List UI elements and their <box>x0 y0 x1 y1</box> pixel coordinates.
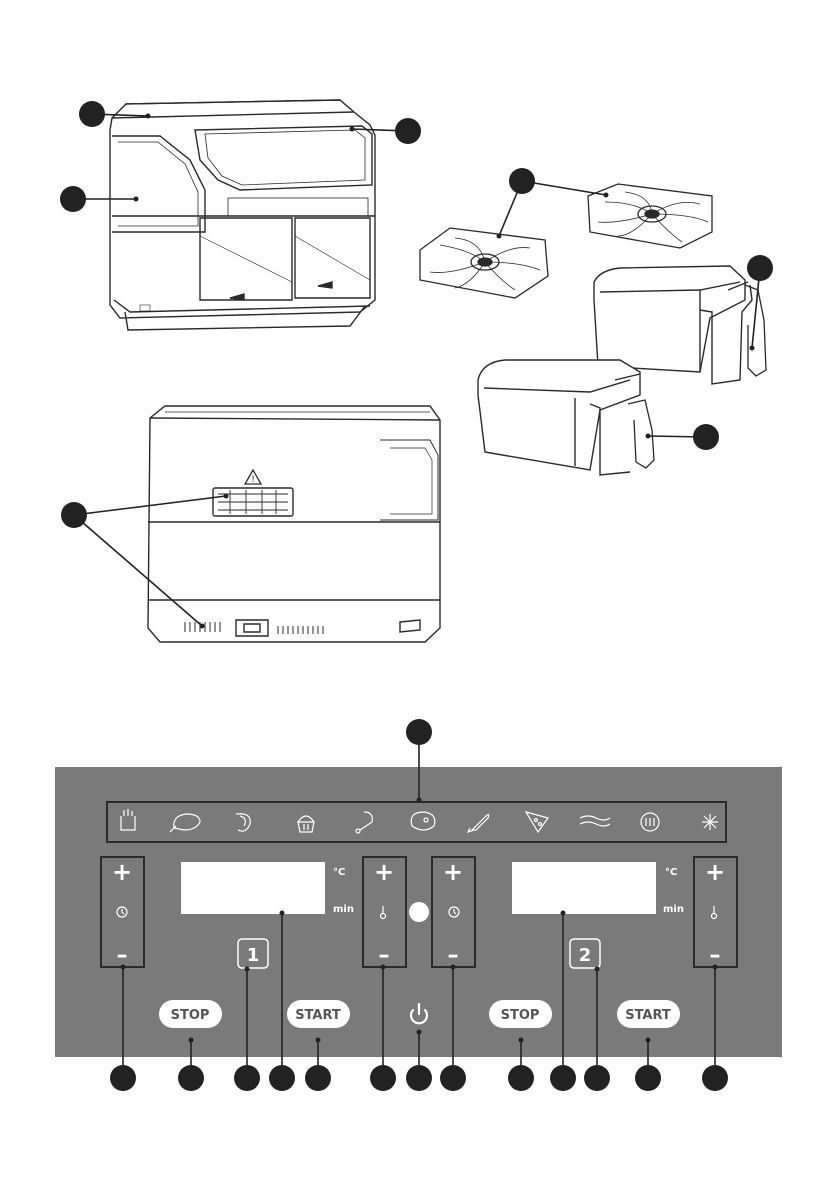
center-indicator-light <box>409 902 429 922</box>
callout-marker <box>60 186 86 212</box>
zone1-temp-unit: °C <box>333 867 345 878</box>
air-fryer-rear-view: ! <box>148 406 440 642</box>
zone2-stop-button[interactable]: STOP <box>489 1000 552 1028</box>
callout-marker <box>635 1065 661 1091</box>
zone1-display <box>181 862 325 914</box>
zone2-time-minus-button[interactable]: – <box>448 943 459 968</box>
zone1-stop-label: STOP <box>171 1008 210 1023</box>
zone2-temp-plus-button[interactable]: + <box>705 858 725 886</box>
zone1-time-minus-button[interactable]: – <box>117 943 128 968</box>
control-panel: + – °C min 1 + – + – °C min 2 + – <box>55 767 782 1057</box>
zone2-temp-unit: °C <box>665 867 677 878</box>
svg-text:!: ! <box>251 475 255 485</box>
zone1-number: 1 <box>247 945 260 966</box>
zone1-temp-minus-button[interactable]: – <box>379 943 390 968</box>
callout-marker <box>305 1065 331 1091</box>
callout-marker <box>509 168 535 194</box>
callout-marker <box>234 1065 260 1091</box>
zone1-start-label: START <box>295 1008 341 1023</box>
zone1-stop-button[interactable]: STOP <box>159 1000 222 1028</box>
callout-marker <box>61 502 87 528</box>
callout-marker <box>440 1065 466 1091</box>
callout-marker <box>178 1065 204 1091</box>
zone2-display <box>512 862 656 914</box>
zone2-number: 2 <box>579 945 592 966</box>
zone2-time-unit: min <box>663 904 684 915</box>
callout-marker <box>110 1065 136 1091</box>
callout-marker <box>269 1065 295 1091</box>
zone2-time-plus-button[interactable]: + <box>443 858 463 886</box>
zone2-temp-minus-button[interactable]: – <box>710 943 721 968</box>
callout-marker <box>584 1065 610 1091</box>
zone1-start-button[interactable]: START <box>287 1000 350 1028</box>
defrost-icon[interactable] <box>702 814 718 830</box>
zone2-stop-label: STOP <box>501 1008 540 1023</box>
callout-marker <box>370 1065 396 1091</box>
callout-marker <box>395 118 421 144</box>
callout-marker <box>747 255 773 281</box>
callout-marker <box>693 424 719 450</box>
zone2-start-label: START <box>625 1008 671 1023</box>
zone1-temp-plus-button[interactable]: + <box>374 858 394 886</box>
callout-marker <box>406 1065 432 1091</box>
zone2-start-button[interactable]: START <box>617 1000 680 1028</box>
callout-marker <box>508 1065 534 1091</box>
callout-marker <box>406 719 432 745</box>
callout-marker <box>550 1065 576 1091</box>
zone1-time-unit: min <box>333 904 354 915</box>
cooking-baskets <box>478 266 766 475</box>
callout-marker <box>702 1065 728 1091</box>
callout-marker <box>79 101 105 127</box>
zone1-time-plus-button[interactable]: + <box>112 858 132 886</box>
air-fryer-front-view <box>110 100 375 330</box>
